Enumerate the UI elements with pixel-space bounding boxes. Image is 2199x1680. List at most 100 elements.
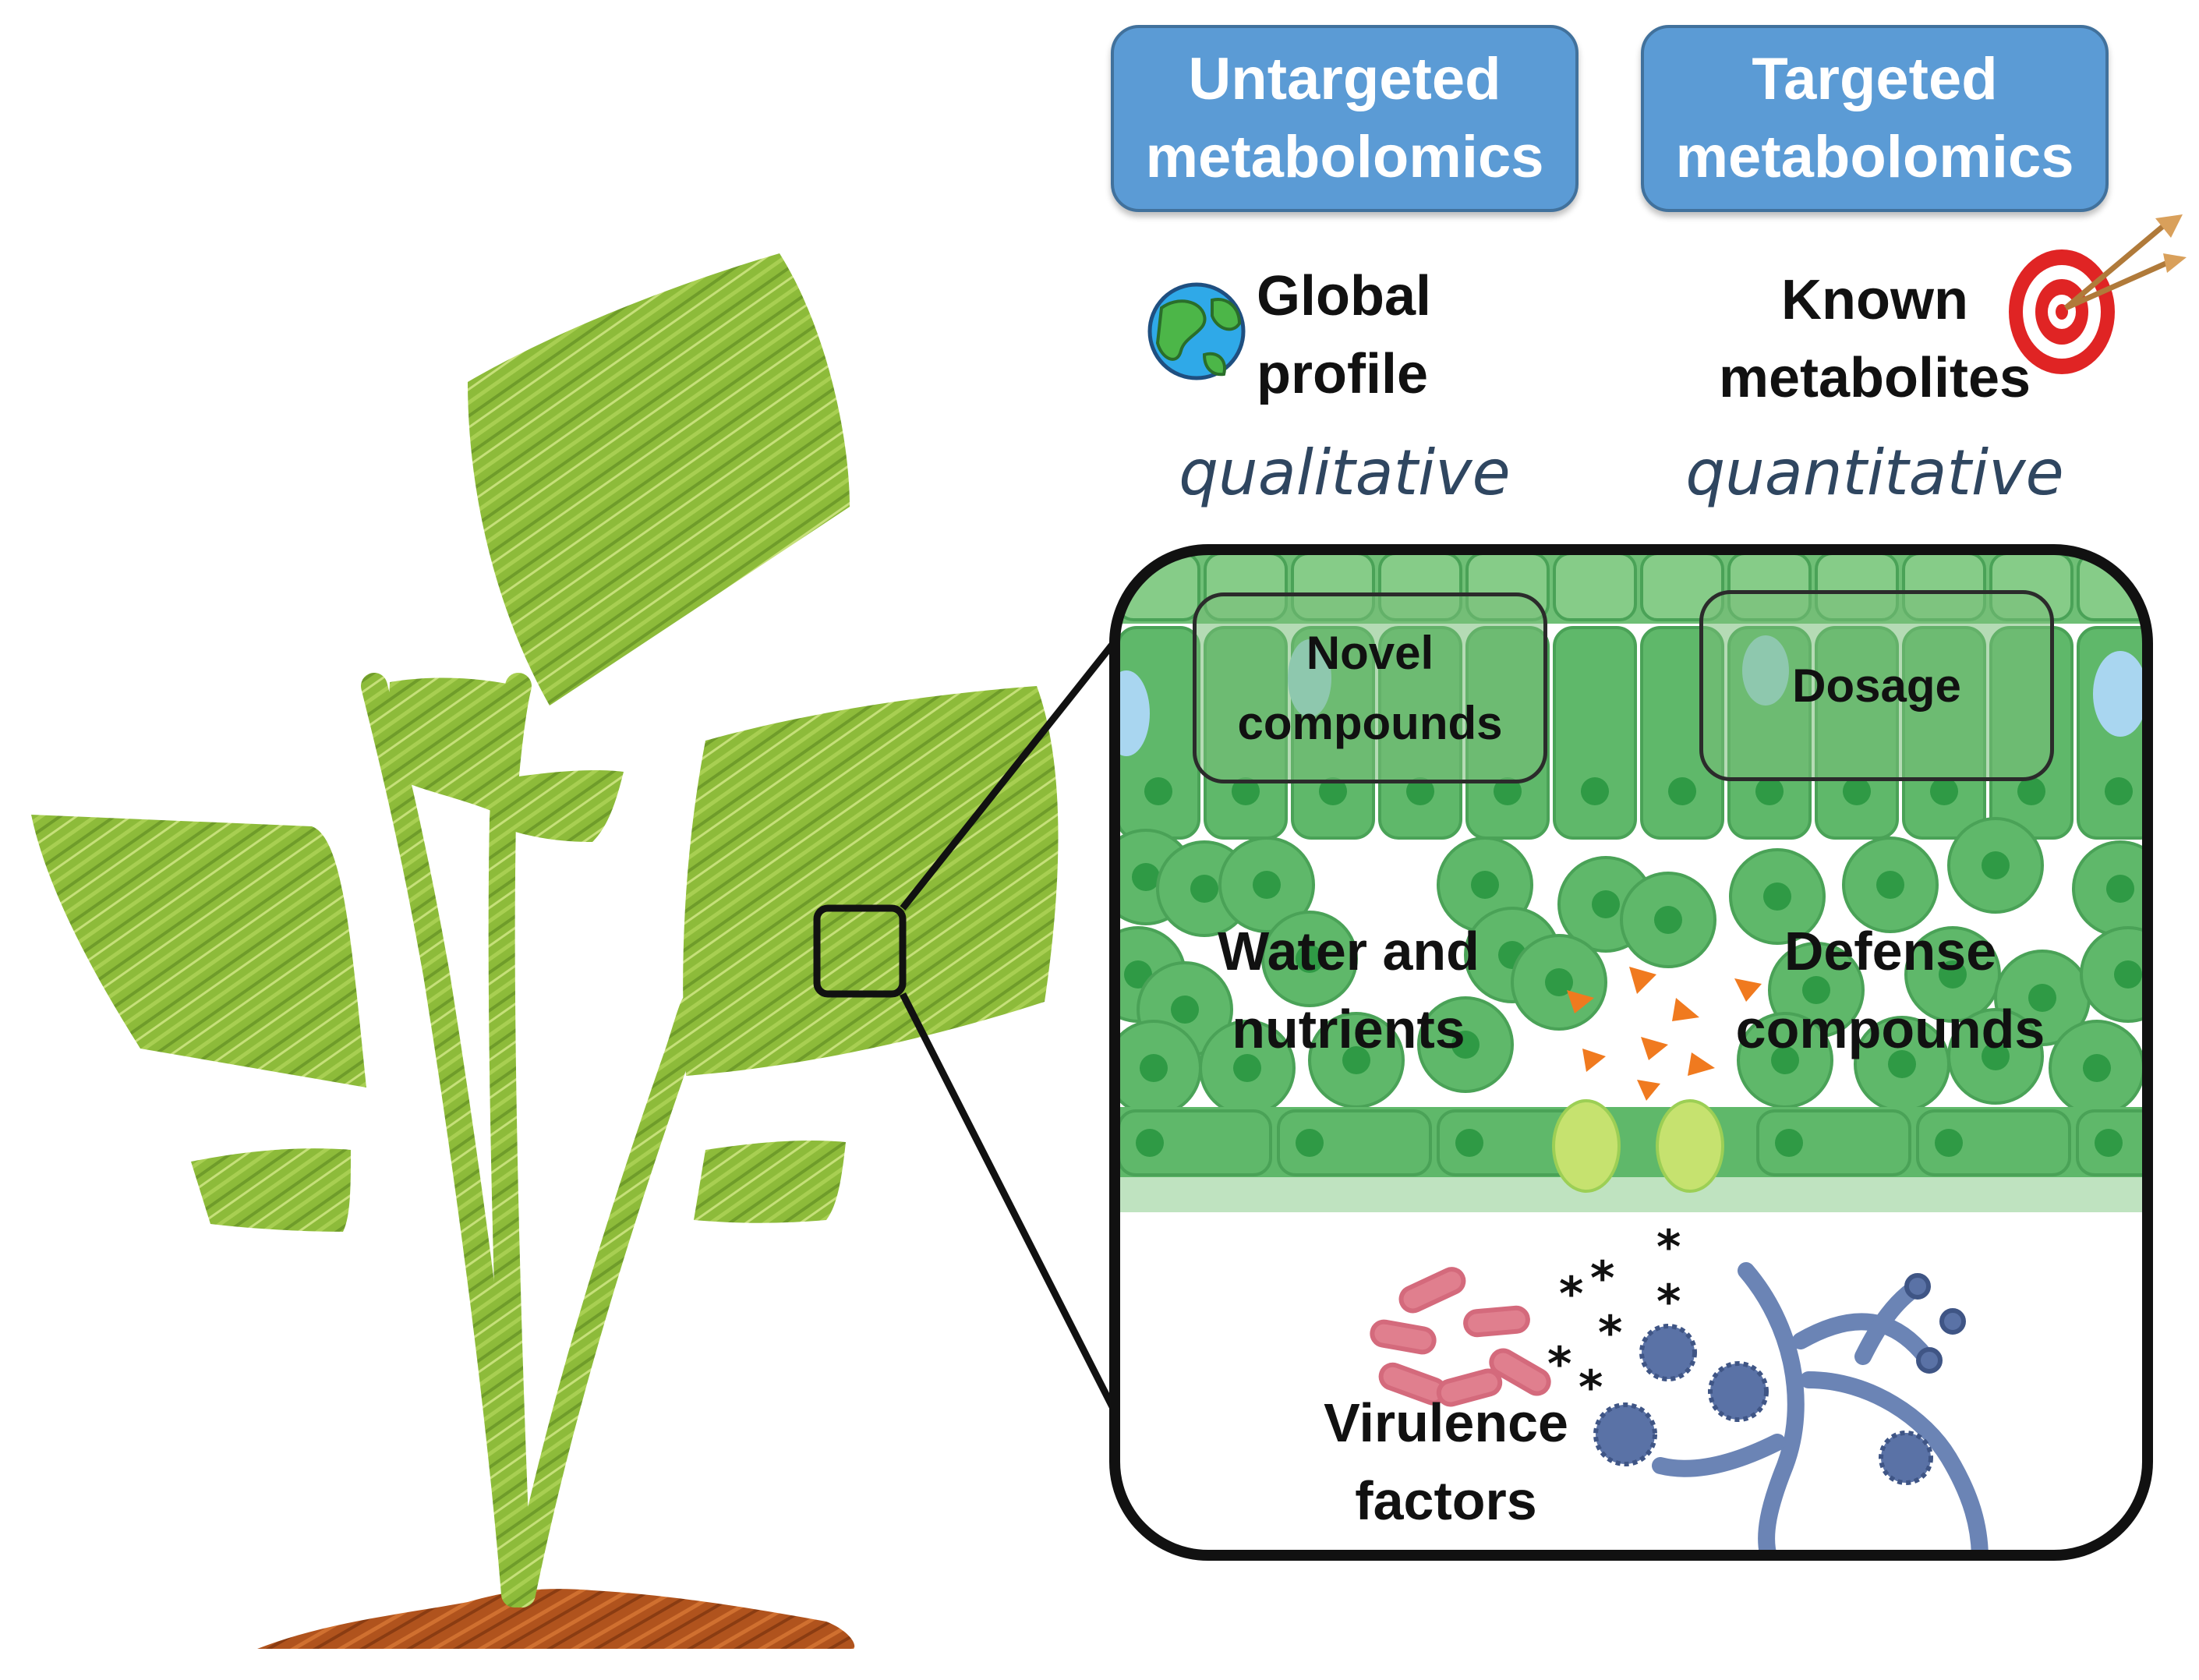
untargeted-title-line2: metabolomics [1145,124,1544,190]
target-icon [2009,214,2187,374]
targeted-title-line1: Targeted [1752,46,1998,112]
lower-epidermis-cells [1117,1109,2148,1176]
plant-illustration [31,253,1059,1649]
svg-text:*: * [1590,1251,1614,1306]
virulence-factors-line1: Virulence [1324,1392,1568,1453]
cell-nucleus [1930,777,1958,805]
fungal-hyphae [1652,1262,1989,1555]
cell-nucleus [1494,777,1522,805]
cell-nucleus [1406,777,1434,805]
cell-nucleus [1471,871,1499,899]
cell-nucleus [1763,882,1791,911]
cell-nucleus [1342,1046,1370,1074]
leaf [683,686,1059,1076]
cell-nucleus [1581,777,1609,805]
cell-nucleus [1190,875,1218,903]
cell-nucleus [1296,1129,1324,1157]
guard-cell [1552,1099,1621,1193]
defense-signal-triangles [1567,967,1762,1101]
cell-nucleus [1140,1054,1168,1082]
leaf [191,1148,351,1232]
cell-nucleus [1253,871,1281,899]
palisade-cell [1553,626,1637,840]
quantitative-label: quantitative [1685,437,2064,509]
global-profile-label: Global profile [1257,257,1490,413]
soil-mound [257,1589,855,1649]
cell-nucleus [2105,777,2133,805]
vacuole [2093,651,2148,737]
global-profile-line2: profile [1257,343,1429,405]
cell-nucleus [1124,960,1152,989]
cell-nucleus [1939,960,1967,989]
defense-compounds-line1: Defense [1784,921,1997,981]
cell-nucleus [2083,1054,2111,1082]
known-metabolites-label: Known metabolites [1699,261,2050,417]
cell-nucleus [2095,1129,2123,1157]
epidermal-cell [1916,1109,2071,1176]
water-nutrients-label: Water and nutrients [1181,912,1516,1068]
cell-nucleus [1982,851,2010,879]
guard-cell [1656,1099,1724,1193]
cell-nucleus [1843,777,1871,805]
virulence-asterisks: ** ** ** * [1547,1220,1681,1415]
svg-text:*: * [1579,1360,1603,1415]
untargeted-metabolomics-box: Untargeted metabolomics [1111,25,1579,212]
zoom-region-marker [813,904,907,998]
cell-nucleus [1876,871,1904,899]
epidermal-cell [2076,1109,2148,1176]
epidermal-cell [1553,552,1637,621]
bacteria-group [1370,1267,1551,1407]
globe-icon [1147,282,1246,380]
cell-nucleus [1319,777,1347,805]
cell-nucleus [1455,1129,1483,1157]
cell-nucleus [1982,1042,2010,1070]
cell-nucleus [1668,777,1696,805]
global-profile-line1: Global [1257,265,1432,327]
epidermal-cell [1277,1109,1432,1176]
cell-nucleus [2106,875,2134,903]
epidermal-cell [1756,1109,1911,1176]
defense-compounds-label: Defense compounds [1715,912,2066,1068]
cell-nucleus [1545,968,1573,996]
svg-text:*: * [1559,1267,1583,1321]
cell-nucleus [1296,945,1324,973]
spongy-mesophyll [1115,817,2148,1116]
cell-nucleus [1136,1129,1164,1157]
leaf [499,770,624,842]
vacuole [1115,670,1150,756]
dosage-label: Dosage [1792,659,1961,712]
leaf-tissue-inset: ** ** ** * [1115,550,2148,1555]
svg-text:*: * [1656,1275,1681,1329]
cell-nucleus [1144,777,1172,805]
defense-compounds-line2: compounds [1735,999,2045,1059]
fungal-spores [1593,1273,1966,1485]
virulence-factors-line2: factors [1355,1470,1537,1531]
cell-nucleus [2017,777,2045,805]
cuticle-layer [1115,1177,2148,1212]
qualitative-label: qualitative [1179,437,1511,509]
cell-nucleus [1232,777,1260,805]
water-nutrients-line2: nutrients [1232,999,1465,1059]
cell-nucleus [1654,906,1682,934]
cell-nucleus [2028,984,2056,1012]
untargeted-title-line1: Untargeted [1188,46,1501,112]
plant-stem [488,673,532,1607]
cell-nucleus [1775,1129,1803,1157]
leaf [386,677,518,811]
zoom-connector-line [899,992,1130,1437]
known-metabolites-line1: Known [1781,269,1968,331]
cell-nucleus [1755,777,1784,805]
svg-text:*: * [1656,1220,1681,1275]
novel-compounds-box: Novel compounds [1193,592,1547,783]
leaf [31,815,366,1088]
svg-text:*: * [1547,1337,1571,1392]
cell-nucleus [1233,1054,1261,1082]
water-nutrients-line1: Water and [1218,921,1480,981]
cell-nucleus [1771,1046,1799,1074]
virulence-factors-label: Virulence factors [1290,1384,1602,1540]
novel-compounds-line2: compounds [1237,696,1503,749]
targeted-metabolomics-box: Targeted metabolomics [1641,25,2109,212]
cell-nucleus [1935,1129,1963,1157]
dosage-box: Dosage [1699,590,2054,781]
